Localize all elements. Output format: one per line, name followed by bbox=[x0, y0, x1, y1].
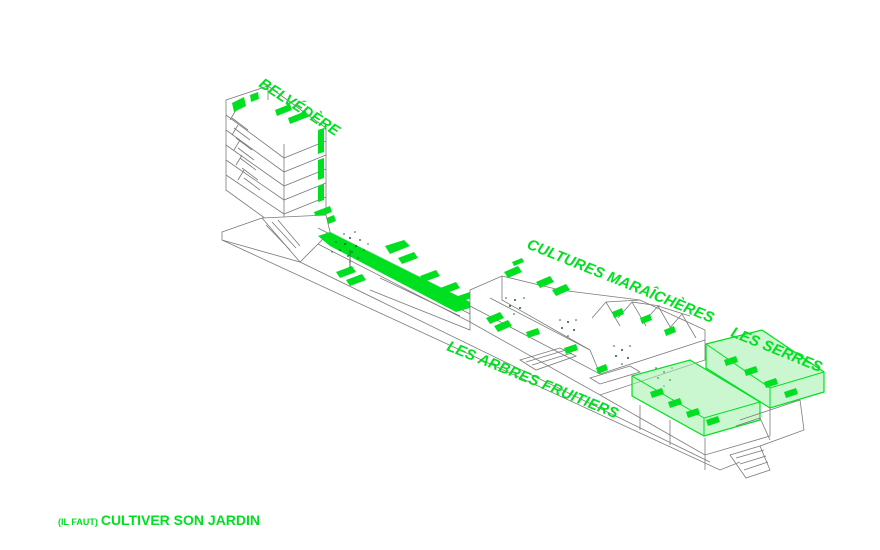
caption-title: CULTIVER SON JARDIN bbox=[100, 512, 261, 528]
caption: (IL FAUT)CULTIVER SON JARDIN bbox=[58, 512, 260, 530]
lower-structure bbox=[599, 394, 805, 479]
middle-green-elements bbox=[486, 258, 676, 374]
middle-building bbox=[469, 275, 706, 396]
tower-building bbox=[225, 85, 327, 233]
caption-prefix: (IL FAUT) bbox=[58, 517, 98, 527]
tree-tower bbox=[331, 231, 369, 268]
greenhouse-beds bbox=[650, 356, 798, 426]
roof-green-band bbox=[318, 232, 472, 312]
